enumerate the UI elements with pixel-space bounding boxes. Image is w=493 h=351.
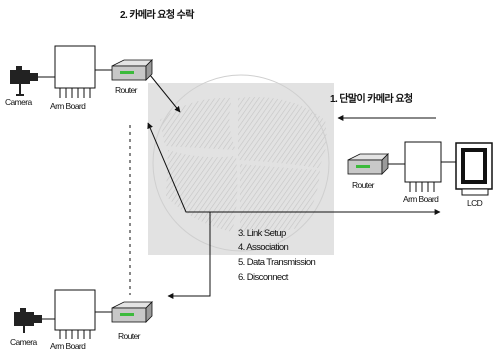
step-6: 6. Disconnect — [238, 272, 289, 283]
video-camera-icon — [14, 312, 34, 326]
step-5: 5. Data Transmission — [238, 257, 316, 268]
arm-board-label-bottom: Arm Board — [50, 341, 86, 351]
lcd-label: LCD — [467, 198, 483, 208]
camera-top — [10, 66, 55, 95]
router-right — [348, 154, 405, 174]
video-camera-icon — [10, 70, 30, 84]
router-label-right: Router — [352, 180, 375, 190]
arm-board-top — [55, 46, 112, 98]
circuit-board-icon — [55, 46, 95, 88]
arm-board-bottom — [55, 290, 112, 339]
step2-label: 2. 카메라 요청 수락 — [120, 8, 195, 21]
router-label-bottom: Router — [118, 331, 141, 341]
step1-label: 1. 단말이 카메라 요청 — [330, 92, 413, 105]
router-label-top: Router — [115, 85, 138, 95]
step-4: 4. Association — [238, 242, 289, 253]
camera-bottom — [14, 308, 55, 333]
circuit-board-icon — [405, 142, 441, 182]
arm-board-label-right: Arm Board — [403, 194, 439, 204]
router-bottom — [112, 302, 152, 322]
arm-board-right — [405, 142, 456, 192]
camera-label-bottom: Camera — [10, 337, 38, 347]
lcd-monitor — [456, 143, 492, 195]
step-3: 3. Link Setup — [238, 228, 286, 239]
camera-label-top: Camera — [5, 97, 33, 107]
router-top — [112, 60, 152, 80]
circuit-board-icon — [55, 290, 95, 330]
arm-board-label-top: Arm Board — [50, 101, 86, 111]
